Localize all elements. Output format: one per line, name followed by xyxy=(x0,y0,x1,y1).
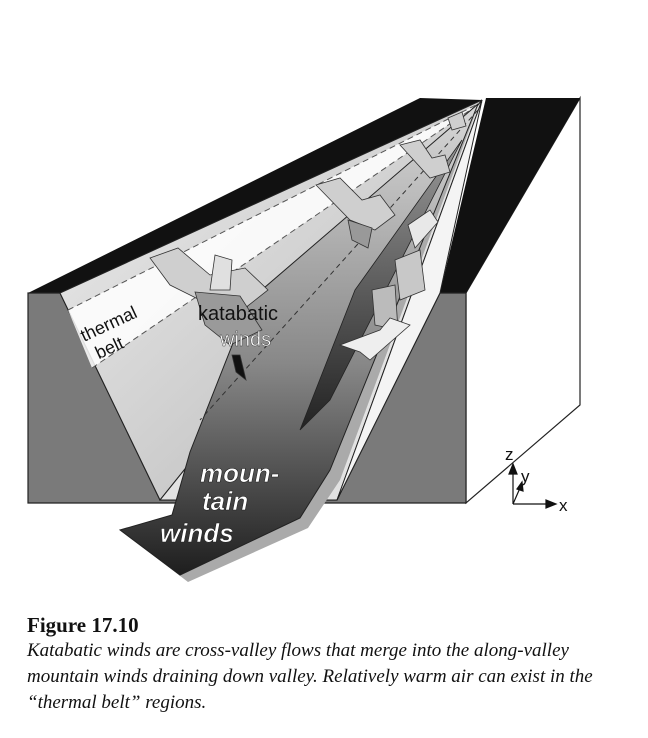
katabatic-arrow-down xyxy=(231,354,247,382)
z-axis-label: z xyxy=(505,445,514,464)
figure-caption: Figure 17.10 Katabatic winds are cross-v… xyxy=(27,612,627,716)
mountain-winds-label: moun- tain winds xyxy=(160,458,280,549)
x-axis-label: x xyxy=(559,496,568,515)
katabatic-label-line2: winds xyxy=(219,329,271,351)
y-axis-label: y xyxy=(521,467,530,486)
top-slab-right xyxy=(440,98,580,293)
katabatic-label-line1: katabatic xyxy=(198,303,278,325)
katabatic-arrows xyxy=(149,111,467,382)
axes-indicator xyxy=(508,462,558,509)
x-arrow-icon xyxy=(545,499,558,509)
top-slab-left xyxy=(28,98,482,293)
katabatic-arrow xyxy=(447,111,467,131)
mountain-winds-label-line2: tain xyxy=(202,486,248,516)
thermal-belt-band xyxy=(68,102,482,368)
z-arrow-icon xyxy=(508,462,518,475)
valley-right-slope xyxy=(336,99,483,501)
katabatic-arrow xyxy=(399,139,451,179)
katabatic-arrow xyxy=(407,209,439,249)
katabatic-arrow xyxy=(194,291,263,346)
katabatic-arrow xyxy=(209,254,233,291)
katabatic-arrow xyxy=(338,317,411,361)
figure-title: Figure 17.10 xyxy=(27,613,139,637)
figure-caption-text: Katabatic winds are cross-valley flows t… xyxy=(27,640,593,713)
y-axis xyxy=(512,487,521,505)
mountain-winds-label-line1: moun- xyxy=(200,458,279,488)
y-arrow-icon xyxy=(516,480,524,492)
mountain-winds-arrow xyxy=(118,103,479,576)
katabatic-arrow xyxy=(394,249,426,301)
thermal-belt-dash-upper xyxy=(67,101,483,311)
katabatic-arrow xyxy=(347,219,373,249)
valley-axis-dash xyxy=(199,109,479,421)
mountain-winds-label-line3: winds xyxy=(160,518,234,548)
